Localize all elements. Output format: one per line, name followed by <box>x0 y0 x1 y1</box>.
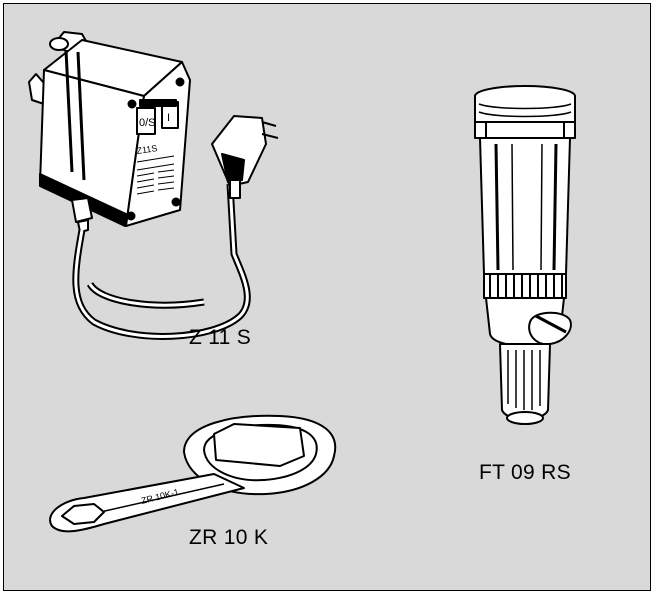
cable-gland <box>71 197 93 223</box>
z11s-cable <box>72 183 251 340</box>
zr10k-wrench <box>49 414 337 533</box>
label-zr10k: ZR 10 K <box>189 526 269 549</box>
switch-left-box <box>136 107 156 135</box>
label-z11s: Z 11 S <box>189 326 252 349</box>
illustration-canvas: 0/S I Z11S ZR 1 <box>28 31 576 533</box>
filter-scale-ticks <box>489 274 563 298</box>
figure-frame: 0/S I Z11S ZR 1 <box>3 3 651 591</box>
wrench-hex-hole <box>61 503 105 525</box>
ft09rs-filter <box>474 85 576 425</box>
screw <box>175 77 185 87</box>
filter-drain-ribs <box>507 350 541 410</box>
model-text: Z11S <box>136 143 158 156</box>
wrench-lug <box>213 423 305 467</box>
connector-cap <box>49 37 69 51</box>
face-text-lines <box>136 155 175 195</box>
screw <box>127 99 137 109</box>
switch-right-label: I <box>167 112 170 124</box>
screw <box>171 197 181 207</box>
strap <box>76 51 86 181</box>
z11s-control-unit <box>28 31 191 233</box>
filter-thread-lines <box>478 103 572 118</box>
filter-body-shade <box>494 143 500 271</box>
filter-collar <box>474 121 576 139</box>
label-ft09rs: FT 09 RS <box>479 461 571 484</box>
switch-strip <box>139 99 177 107</box>
strap <box>64 49 74 173</box>
power-plug <box>211 115 279 199</box>
switch-left-label: 0/S <box>139 117 156 129</box>
cable-gland-tip <box>77 219 89 233</box>
filter-valve-knob <box>528 311 572 346</box>
filter-drain-tip <box>506 411 544 425</box>
screw <box>126 211 136 221</box>
